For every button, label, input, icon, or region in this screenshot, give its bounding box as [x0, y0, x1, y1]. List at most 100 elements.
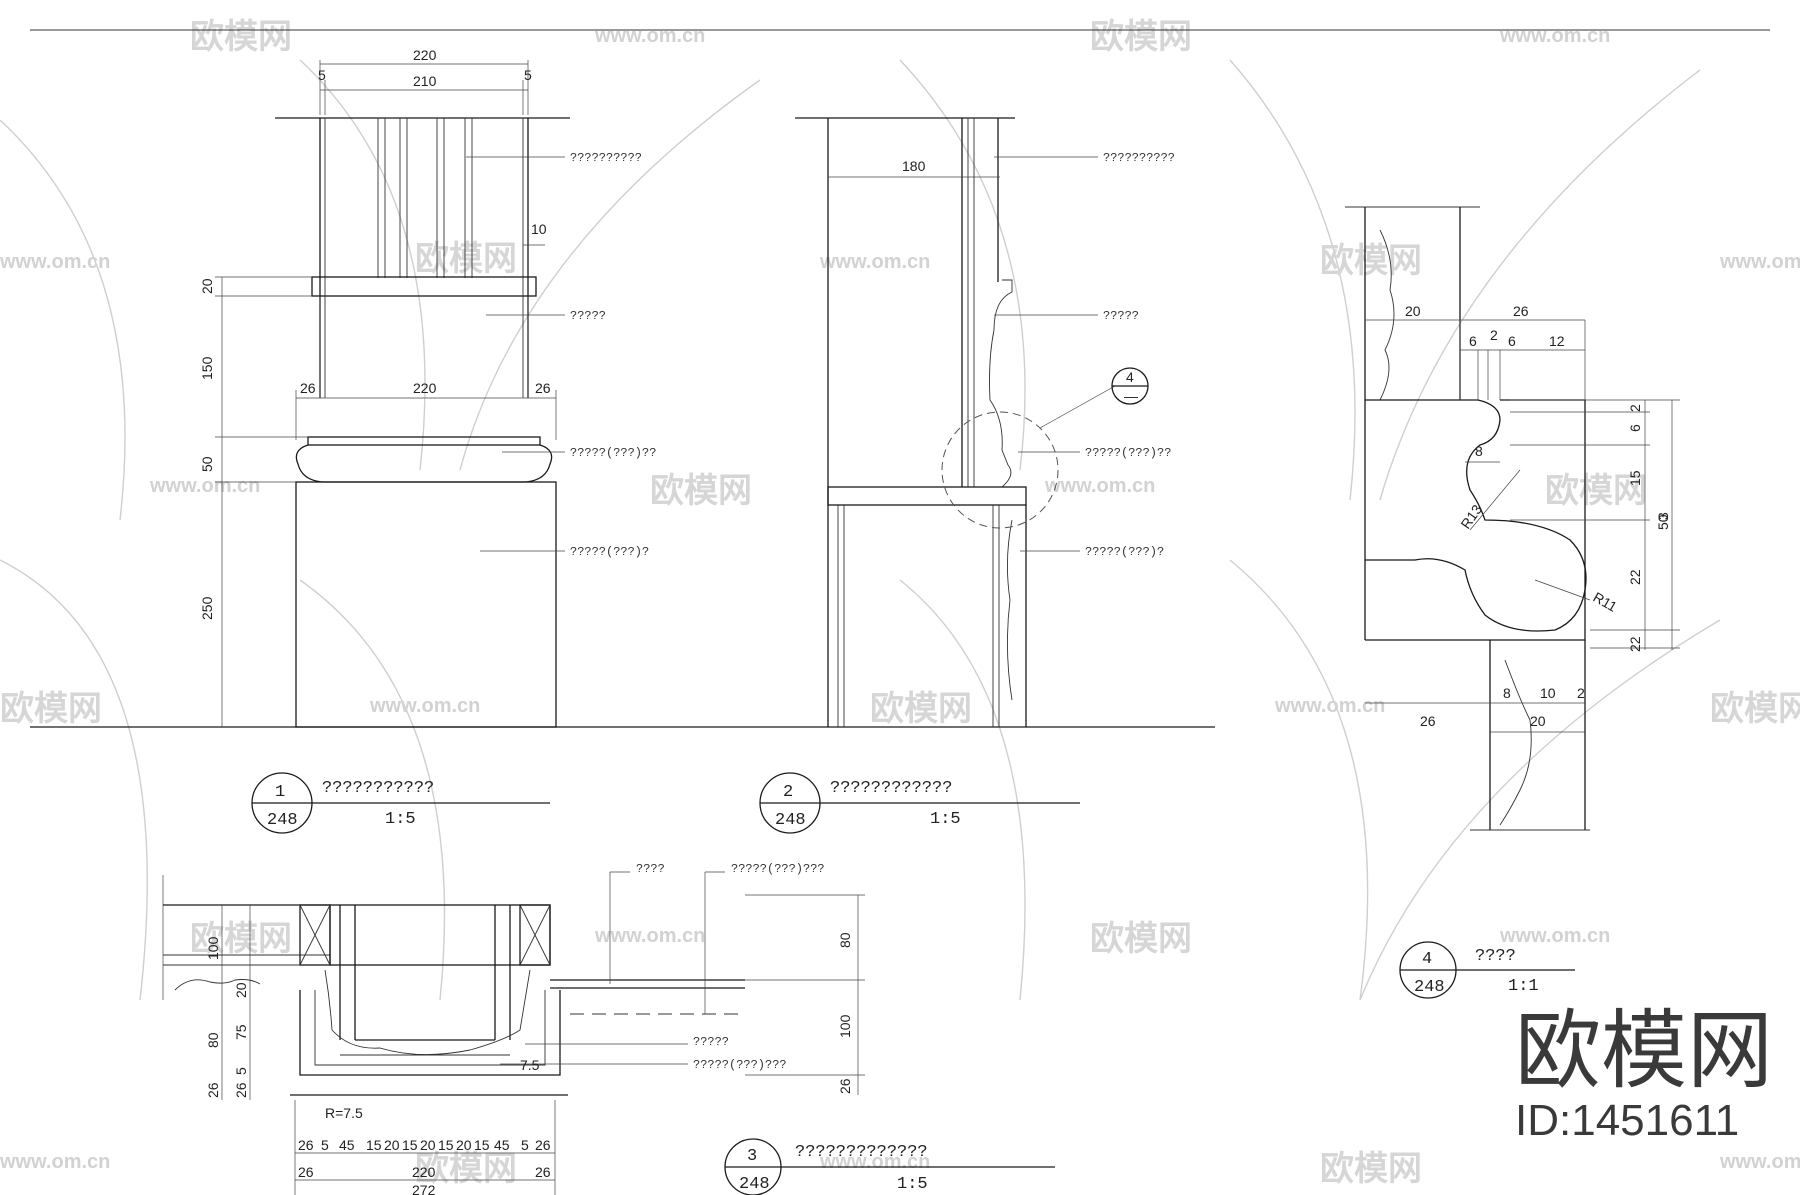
detail-4-profile: 20 26 6 2 6 12 8 R13 R11 2 6 15 50 22 22… [1345, 206, 1680, 999]
dim-label: 20 [199, 278, 215, 294]
dim-label: 26 [535, 1137, 551, 1153]
dim-label: 22 [1627, 569, 1643, 585]
callout-number: 4 [1126, 369, 1134, 385]
leader-note: ?????(???)? [570, 545, 649, 559]
watermark-arc [1359, 619, 1721, 1001]
corner-block [519, 904, 551, 966]
radius-leader [1469, 469, 1521, 531]
watermark-url: www.om.cn [1719, 251, 1800, 273]
watermark-brand: 欧模网 [1090, 17, 1192, 57]
watermark-brand: 欧模网 [1545, 471, 1647, 511]
dim-label: 220 [412, 1164, 436, 1180]
dim-label: 10 [531, 221, 547, 237]
radius-label: R=7.5 [325, 1105, 363, 1121]
block-cross [299, 904, 331, 966]
watermark-brand: 欧模网 [190, 17, 292, 57]
radius-leader [1534, 579, 1591, 601]
frame-head [329, 904, 551, 966]
detail-sheet: 248 [739, 1175, 770, 1194]
dim-label: 5 [321, 1137, 329, 1153]
watermark-url: www.om.cn [1044, 475, 1155, 497]
band-rail [311, 276, 537, 297]
dim-label: 220 [413, 47, 437, 63]
detail-1-elevation: 220 210 5 5 10 20 150 50 250 26 220 26 ?… [30, 47, 1215, 834]
watermark-brand: 欧模网 [415, 239, 517, 279]
dim-label: 26 [837, 1078, 853, 1094]
dim-label: 7.5 [520, 1057, 540, 1073]
dim-label: 20 [1530, 713, 1546, 729]
detail-title: ???? [1475, 947, 1516, 966]
dim-label: 15 [366, 1137, 382, 1153]
corner-brand-name: 欧模网 [1515, 1001, 1773, 1101]
molding-profile [1365, 399, 1587, 632]
profile-break [1006, 519, 1013, 701]
leader-note: ?????(???)??? [731, 862, 825, 876]
watermark-brand: 欧模网 [1710, 689, 1800, 729]
dim-label: 15 [438, 1137, 454, 1153]
radius-label: R11 [1591, 589, 1621, 615]
dim-label: 22 [1627, 636, 1643, 652]
watermark-arc [299, 579, 446, 1001]
leader-note: ?????(???)? [1085, 545, 1164, 559]
dim-label: 26 [1513, 303, 1529, 319]
dim-label: 50 [199, 456, 215, 472]
corner-block [299, 904, 331, 966]
dim-label: 15 [1627, 470, 1643, 486]
detail-title: ??????????? [322, 779, 434, 798]
dim-label: 20 [456, 1137, 472, 1153]
leader-note: ?????(???)??? [693, 1058, 787, 1072]
dim-label: 6 [1627, 424, 1643, 432]
molding-profile [989, 279, 1013, 488]
leader-note: ????? [1103, 309, 1139, 323]
dim-label: 5 [524, 67, 532, 83]
base-torus [295, 444, 553, 483]
dim-label: 250 [199, 596, 215, 620]
detail-scale: 1:1 [1508, 977, 1539, 996]
leader-note: ?????(???)?? [1085, 446, 1171, 460]
dim-label: 45 [494, 1137, 510, 1153]
watermark-brand: 欧模网 [1090, 919, 1192, 959]
watermark-brand: 欧模网 [650, 471, 752, 511]
detail-sheet: 248 [267, 811, 298, 830]
plinth [295, 481, 557, 728]
dim-label: 2 [1627, 404, 1643, 412]
break-profile [1499, 659, 1532, 826]
dim-label: 20 [1405, 303, 1421, 319]
watermark-url: www.om.cn [1719, 1151, 1800, 1173]
dim-label: 50 [1655, 514, 1671, 530]
watermark-layer: 欧模网 www.om.cn 欧模网 www.om.cn 欧模网 www.om.c… [0, 17, 1800, 1189]
chair-rail [827, 486, 1027, 506]
dim-label: 26 [298, 1137, 314, 1153]
detail-title: ???????????? [830, 779, 952, 798]
dim-label: 5 [233, 1067, 249, 1075]
dim-label: 100 [205, 936, 221, 960]
watermark-url: www.om.cn [1499, 25, 1610, 47]
dim-label: 26 [535, 1164, 551, 1180]
dim-label: 15 [474, 1137, 490, 1153]
dim-label: 2 [1490, 327, 1498, 343]
dim-label: 20 [233, 982, 249, 998]
detail-callout-circle [941, 411, 1059, 529]
callout-leader [1039, 385, 1116, 429]
dim-label: 80 [837, 932, 853, 948]
leader-note: ?????(???)?? [570, 446, 656, 460]
watermark-arc [1229, 59, 1356, 501]
detail-scale: 1:5 [897, 1175, 928, 1194]
leader-note: ????? [570, 309, 606, 323]
dim-label: 8 [1503, 685, 1511, 701]
dim-label: 10 [1540, 685, 1556, 701]
dim-label: 15 [402, 1137, 418, 1153]
leader-note: ???? [636, 862, 665, 876]
watermark-brand: 欧模网 [415, 1149, 517, 1189]
outer-casing [299, 990, 561, 1076]
watermark-url: www.om.cn [149, 475, 260, 497]
detail-scale: 1:5 [930, 810, 961, 829]
watermark-brand: 欧模网 [870, 689, 972, 729]
dim-label: 12 [1549, 333, 1565, 349]
watermark-arc [1229, 559, 1369, 1001]
watermark-arc [899, 579, 1026, 1001]
watermark-url: www.om.cn [369, 695, 480, 717]
watermark-arc [459, 79, 761, 471]
